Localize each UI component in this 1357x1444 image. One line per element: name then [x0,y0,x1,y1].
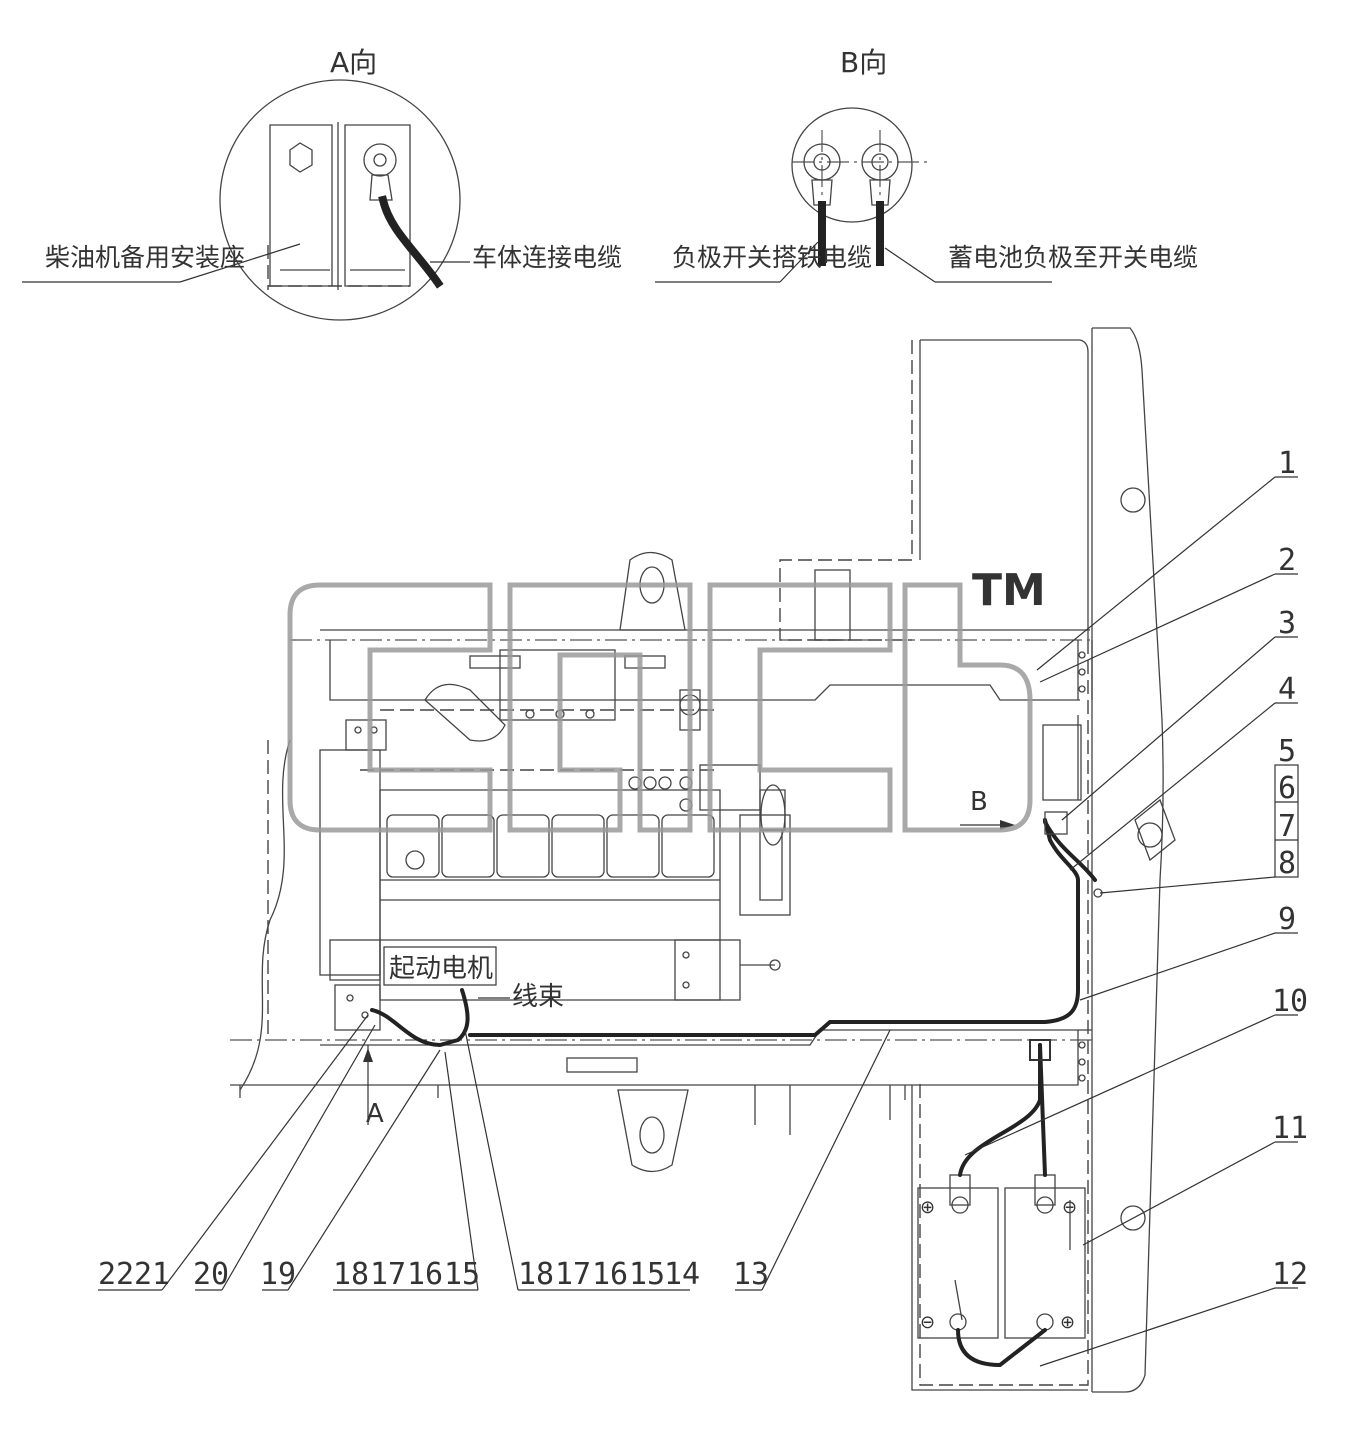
battery-pack: ⊕ ⊖ ⊖ ⊕ [917,1174,1086,1339]
harness-tag: 线束 [478,982,564,1012]
callout-16a: 16 [407,1257,443,1292]
view-a-title: A向 [330,46,377,79]
battery-terminal-br: ⊕ [1060,1312,1075,1333]
callout-15b: 15 [629,1257,665,1292]
starter-motor-label: 起动电机 [389,954,493,984]
callout-18b: 18 [518,1257,554,1292]
callout-1: 1 [1278,446,1296,481]
callout-7: 7 [1278,809,1296,844]
view-a-left-label: 柴油机备用安装座 [45,243,245,272]
cable-routing [370,811,1103,1368]
view-arrow-b: B [970,787,988,817]
battery-terminal-bl: ⊖ [920,1312,935,1333]
callout-6: 6 [1278,771,1296,806]
view-a-right-label: 车体连接电缆 [472,243,622,272]
view-a-detail: A向 柴油机备用安装座 车体连接电缆 [22,46,622,321]
battery-terminal-tl: ⊕ [920,1197,935,1218]
callout-4: 4 [1278,672,1296,707]
callout-3: 3 [1278,606,1296,641]
callout-18a: 18 [333,1257,369,1292]
view-arrow-a: A [366,1099,384,1129]
callout-12: 12 [1272,1257,1308,1292]
starter-motor: 起动电机 [383,946,497,986]
view-b-right-label: 蓄电池负极至开关电缆 [948,243,1198,272]
watermark-tm: TM [972,565,1046,616]
watermark-logo: TM [287,565,1046,833]
callout-2: 2 [1278,543,1296,578]
bottom-callouts: 22 21 20 19 18 17 16 15 18 17 16 15 14 1… [98,1014,891,1292]
callout-9: 9 [1278,902,1296,937]
view-b-left-label: 负极开关搭铁电缆 [672,243,872,272]
view-b-title: B向 [840,46,887,79]
view-b-detail: B向 负极开关搭铁电缆 蓄电池负极至开关电缆 [655,46,1198,283]
harness-label: 线束 [512,982,564,1012]
callout-14: 14 [664,1257,700,1292]
frame-structure [230,327,1164,1393]
callout-16b: 16 [592,1257,628,1292]
engine-block [319,569,1176,1001]
callout-10: 10 [1272,984,1308,1019]
right-callouts: 1 2 3 4 5 6 7 8 9 10 11 12 [964,446,1308,1367]
callout-8: 8 [1278,846,1296,881]
callout-20: 20 [193,1257,229,1292]
rear-mount-seat [334,984,381,1031]
callout-17b: 17 [555,1257,591,1292]
callout-5: 5 [1278,734,1296,769]
callout-17a: 17 [370,1257,406,1292]
callout-11: 11 [1272,1111,1308,1146]
callout-22: 22 [98,1257,134,1292]
callout-21: 21 [134,1257,170,1292]
callout-13: 13 [733,1257,769,1292]
